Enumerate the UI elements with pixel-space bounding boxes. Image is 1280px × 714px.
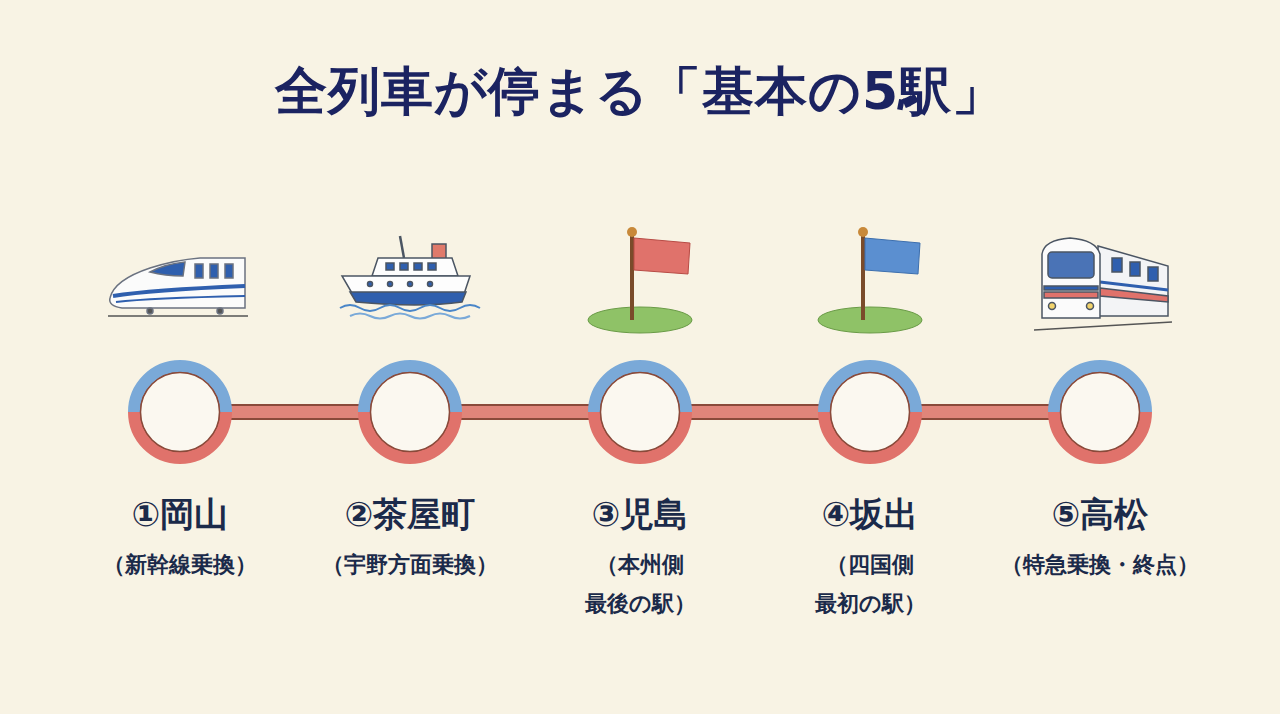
shinkansen-icon <box>108 258 248 316</box>
station-node: ⑤高松 （特急乗換・終点） <box>980 360 1220 584</box>
track-fill <box>460 406 590 418</box>
station-node: ②茶屋町 （宇野方面乗換） <box>290 360 530 584</box>
track-connector <box>230 412 360 413</box>
express-train-icon <box>1034 238 1172 330</box>
track-outline <box>460 404 590 420</box>
station-circle <box>358 360 462 464</box>
station-node: ④坂出 （四国側 最初の駅） <box>750 360 990 624</box>
station-circle <box>128 360 232 464</box>
track-outline <box>920 404 1050 420</box>
station-circle <box>588 360 692 464</box>
station-circle <box>1048 360 1152 464</box>
station-circle <box>818 360 922 464</box>
track-outline <box>230 404 360 420</box>
track-connector <box>460 412 590 413</box>
station-name: ②茶屋町 <box>290 494 530 535</box>
diagram-title: 全列車が停まる「基本の5駅」 <box>0 58 1280 126</box>
station-name: ⑤高松 <box>980 494 1220 535</box>
ferry-icon <box>340 236 480 319</box>
red-flag-icon <box>588 227 692 333</box>
track-fill <box>920 406 1050 418</box>
station-note: （本州側 最後の駅） <box>575 545 705 624</box>
station-note: （宇野方面乗換） <box>290 545 530 585</box>
station-name: ①岡山 <box>60 494 300 535</box>
blue-flag-icon <box>818 227 922 333</box>
track-fill <box>230 406 360 418</box>
track-connector <box>690 412 820 413</box>
track-connector <box>920 412 1050 413</box>
station-note: （新幹線乗換） <box>60 545 300 585</box>
station-name: ③児島 <box>520 494 760 535</box>
track-fill <box>690 406 820 418</box>
station-node: ①岡山 （新幹線乗換） <box>60 360 300 584</box>
station-note: （四国側 最初の駅） <box>805 545 935 624</box>
station-name: ④坂出 <box>750 494 990 535</box>
station-node: ③児島 （本州側 最後の駅） <box>520 360 760 624</box>
station-note: （特急乗換・終点） <box>980 545 1220 585</box>
track-outline <box>690 404 820 420</box>
